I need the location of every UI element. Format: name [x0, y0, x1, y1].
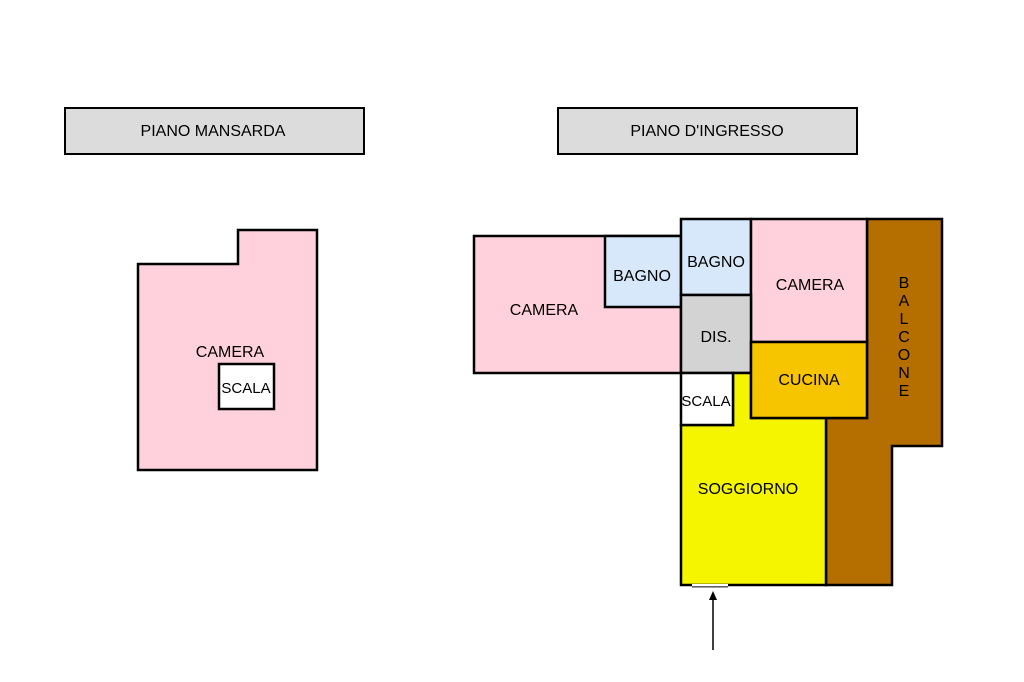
svg-text:A: A	[899, 293, 910, 310]
mansarda-scala-label: SCALA	[221, 380, 270, 397]
svg-text:O: O	[898, 347, 910, 364]
header-mansarda-label: PIANO MANSARDA	[141, 123, 286, 140]
bagno-1-label: BAGNO	[613, 268, 671, 285]
dis-label: DIS.	[700, 329, 731, 346]
arrow-up-icon	[709, 591, 717, 650]
camera-left-label: CAMERA	[510, 302, 579, 319]
soggiorno-label: SOGGIORNO	[698, 481, 798, 498]
svg-text:E: E	[899, 383, 910, 400]
balcone-label: B A L C O N E	[898, 275, 910, 400]
cucina-label: CUCINA	[778, 372, 840, 389]
svg-text:N: N	[898, 365, 910, 382]
header-mansarda: PIANO MANSARDA	[64, 107, 365, 155]
ingresso-scala-room	[679, 371, 735, 427]
svg-text:C: C	[898, 329, 910, 346]
mansarda-plan: CAMERA SCALA	[136, 228, 319, 472]
cucina-room	[749, 340, 869, 420]
svg-text:L: L	[900, 311, 909, 328]
mansarda-camera-label: CAMERA	[196, 344, 265, 361]
camera-right-room	[749, 217, 869, 344]
svg-text:B: B	[899, 275, 910, 292]
mansarda-scala-room	[217, 362, 276, 411]
bagno-1-room	[603, 234, 683, 309]
header-ingresso: PIANO D'INGRESSO	[557, 107, 858, 155]
ingresso-scala-label: SCALA	[681, 393, 730, 410]
camera-right-label: CAMERA	[776, 277, 845, 294]
ingresso-plan: B A L C O N E CAMERA BAGNO BAGNO CAMERA …	[472, 217, 944, 588]
dis-room	[679, 293, 753, 375]
bagno-2-label: BAGNO	[687, 254, 745, 271]
header-ingresso-label: PIANO D'INGRESSO	[630, 123, 783, 140]
